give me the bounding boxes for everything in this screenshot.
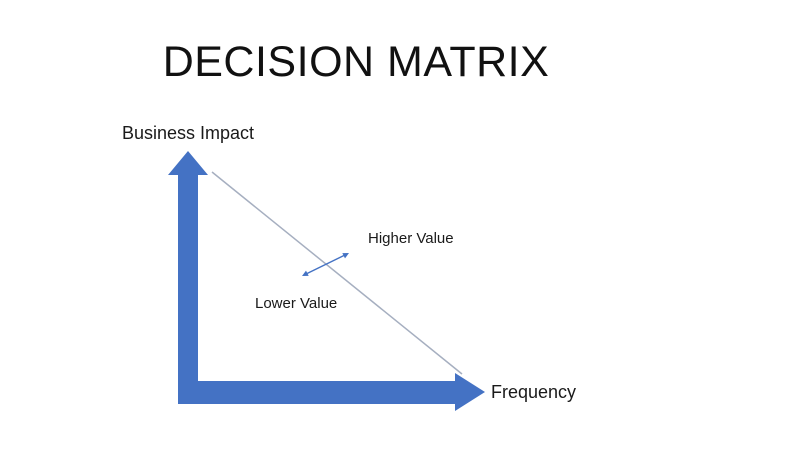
y-axis-label: Business Impact [122, 123, 255, 143]
x-axis-label: Frequency [491, 382, 577, 402]
slide-title: DECISION MATRIX [162, 38, 550, 86]
lower-value-label: Lower Value [255, 295, 338, 312]
higher-value-label: Higher Value [368, 230, 454, 247]
x-axis-arrow [178, 373, 485, 411]
value-boundary-line [211, 171, 463, 375]
tradeoff-arrow-shaft [303, 253, 348, 276]
tradeoff-arrowhead-up-icon [342, 253, 349, 259]
tradeoff-double-arrow [302, 253, 349, 276]
tradeoff-arrowhead-down-icon [302, 270, 309, 276]
y-axis-arrow [168, 151, 208, 404]
